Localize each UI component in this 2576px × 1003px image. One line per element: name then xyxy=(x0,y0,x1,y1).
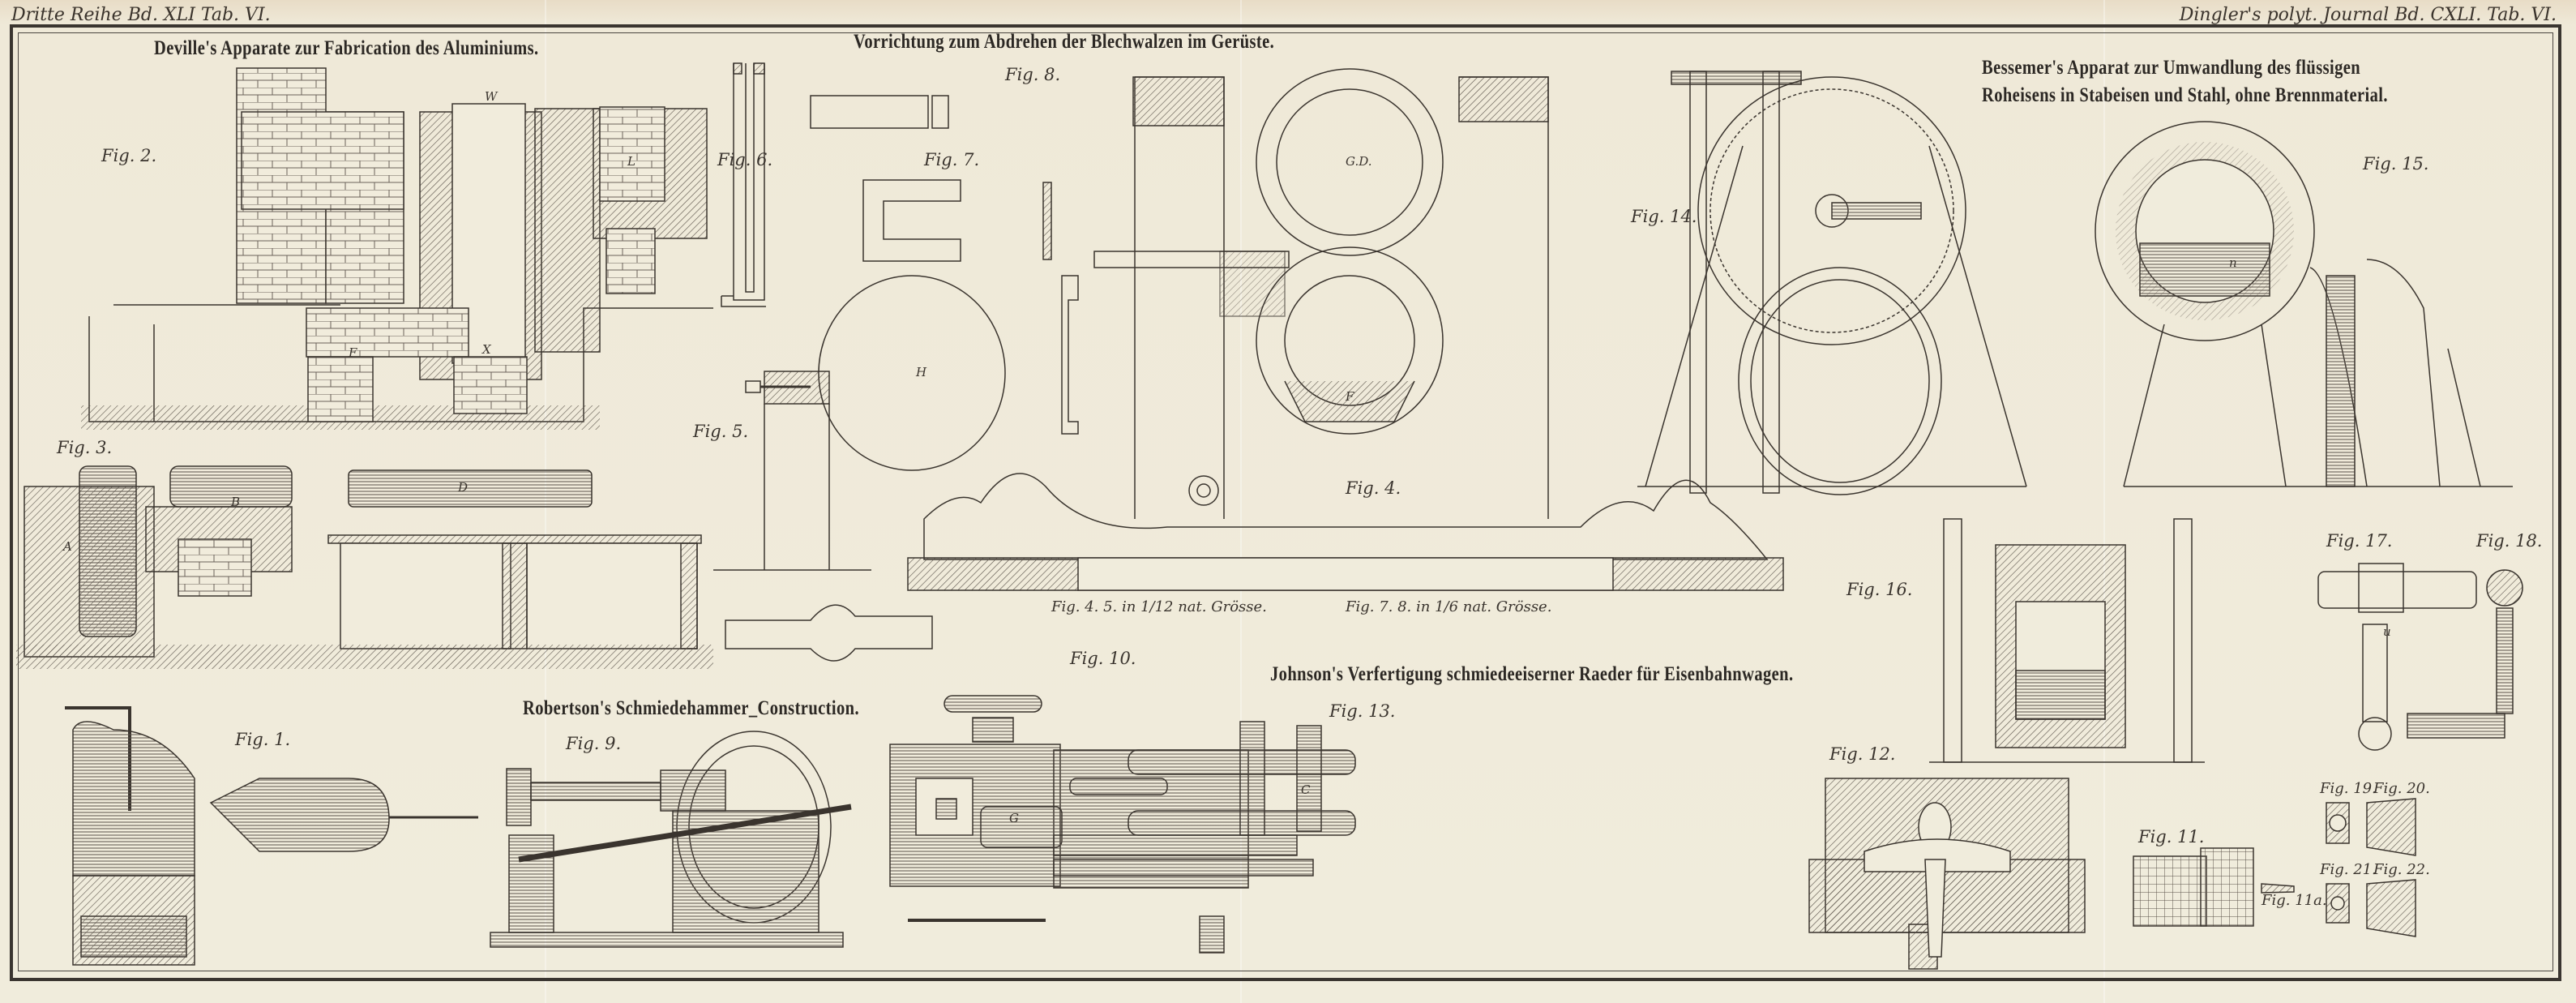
fig11-19-22-drawing xyxy=(2133,798,2416,937)
fig7-label: Fig. 7. xyxy=(924,150,980,169)
fig11-label: Fig. 11. xyxy=(2138,827,2205,847)
fig11a-label: Fig. 11a. xyxy=(2261,892,2327,909)
fig20-label: Fig. 20. xyxy=(2373,780,2430,797)
fig4-drawing xyxy=(907,68,1784,591)
fig3-label: Fig. 3. xyxy=(57,438,113,457)
fig13-label: Fig. 13. xyxy=(1329,701,1396,721)
title-vorrichtung: Vorrichtung zum Abdrehen der Blechwalzen… xyxy=(854,31,1275,53)
title-bessemer-line1: Bessemer's Apparat zur Umwandlung des fl… xyxy=(1982,57,2361,79)
fig2-letter: L xyxy=(627,154,635,169)
title-johnson: Johnson's Verfertigung schmiedeeiserner … xyxy=(1270,663,1794,685)
plate-frame-outer xyxy=(10,24,2561,981)
fig10-drawing xyxy=(889,695,1249,922)
fig14-drawing xyxy=(1637,71,2027,495)
title-deville: Deville's Apparate zur Fabrication des A… xyxy=(154,37,539,59)
plate-frame-inner xyxy=(18,32,2553,971)
paper-fold xyxy=(1240,0,1242,1003)
fig13-drawing xyxy=(1053,721,1356,954)
fig17-label: Fig. 17. xyxy=(2326,531,2393,551)
header-left: Dritte Reihe Bd. XLI Tab. VI. xyxy=(11,5,271,25)
fig13-letter: C xyxy=(1301,782,1311,797)
fig18-label: Fig. 18. xyxy=(2476,531,2543,551)
title-robertson: Robertson's Schmiedehammer_Construction. xyxy=(523,697,859,719)
fig6-label: Fig. 6. xyxy=(717,150,773,169)
title-bessemer-line2: Roheisens in Stabeisen und Stahl, ohne B… xyxy=(1982,84,2388,106)
fig12-label: Fig. 12. xyxy=(1829,744,1896,764)
fig3-letter: D xyxy=(458,480,469,495)
fig14-label: Fig. 14. xyxy=(1631,207,1697,226)
fig678-drawing xyxy=(721,62,1079,435)
fig16-drawing xyxy=(1929,518,2205,763)
fig9-label: Fig. 9. xyxy=(566,734,622,753)
fig2-letter: X xyxy=(482,342,491,357)
fig12-drawing xyxy=(1808,778,2086,970)
fig4-letter: F xyxy=(1346,389,1354,404)
scale-note-fig45: Fig. 4. 5. in 1/12 nat. Grösse. xyxy=(1051,598,1267,615)
fig2-drawing xyxy=(81,67,713,430)
fig15-drawing xyxy=(2095,121,2513,487)
fig21-label: Fig. 21. xyxy=(2320,861,2377,878)
fig15-label: Fig. 15. xyxy=(2363,154,2429,174)
scale-note-fig78: Fig. 7. 8. in 1/6 nat. Grösse. xyxy=(1346,598,1552,615)
fig4-letter: G.D. xyxy=(1346,154,1372,169)
fig17-18-drawing xyxy=(2317,563,2523,751)
fig1-drawing xyxy=(65,706,478,966)
fig3-letter: B xyxy=(231,495,241,509)
fig10-letter: G xyxy=(1009,811,1019,825)
fig2-letter: F xyxy=(349,345,357,360)
fig2-letter: W xyxy=(485,89,498,104)
fig3-drawing xyxy=(16,465,713,669)
fig4-label: Fig. 4. xyxy=(1346,478,1401,498)
paper-fold xyxy=(2103,0,2105,1003)
fig5-drawing xyxy=(713,275,1006,662)
fig2-label: Fig. 2. xyxy=(101,146,157,165)
fig15-letter: n xyxy=(2229,255,2237,270)
fig19-label: Fig. 19. xyxy=(2320,780,2377,797)
fig5-label: Fig. 5. xyxy=(693,422,749,441)
fig10-label: Fig. 10. xyxy=(1070,649,1136,668)
fig9-drawing xyxy=(490,731,852,948)
fig8-label: Fig. 8. xyxy=(1005,65,1061,84)
fig22-label: Fig. 22. xyxy=(2373,861,2430,878)
fig5-letter: H xyxy=(916,365,927,379)
fig3-letter: A xyxy=(63,539,72,554)
header-right: Dingler's polyt. Journal Bd. CXLI. Tab. … xyxy=(2179,5,2557,25)
fig17-letter: u xyxy=(2383,624,2391,639)
fig1-label: Fig. 1. xyxy=(235,730,291,749)
fig16-label: Fig. 16. xyxy=(1846,580,1913,599)
